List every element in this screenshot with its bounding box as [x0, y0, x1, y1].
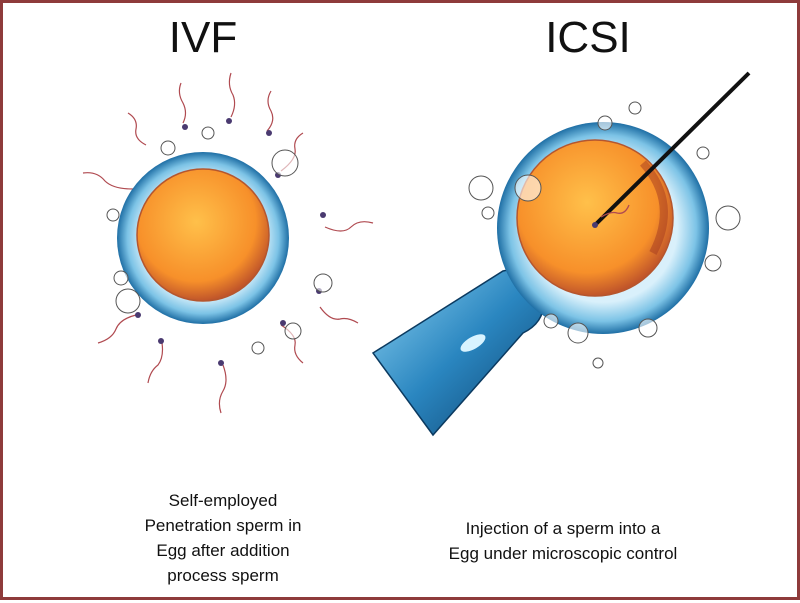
caption-line: Penetration sperm in — [144, 516, 302, 535]
illustration — [82, 71, 751, 437]
ivf-caption: Self-employed Penetration sperm in Egg a… — [103, 488, 343, 588]
icsi-caption: Injection of a sperm into a Egg under mi… — [403, 516, 723, 566]
bubbles — [106, 126, 333, 355]
sperm-cells — [82, 72, 374, 414]
icsi-title: ICSI — [545, 13, 631, 62]
caption-line: Egg under microscopic control — [448, 544, 678, 563]
caption-line: Egg after addition — [156, 541, 290, 560]
holding-pipette — [371, 269, 545, 437]
caption-line: Self-employed — [168, 491, 278, 510]
ivf-egg — [82, 72, 374, 414]
injection-needle — [593, 71, 751, 227]
caption-line: Injection of a sperm into a — [465, 519, 661, 538]
ivf-title: IVF — [168, 13, 238, 62]
icsi-egg — [371, 71, 751, 437]
bubbles — [468, 101, 741, 369]
caption-line: process sperm — [167, 566, 279, 585]
